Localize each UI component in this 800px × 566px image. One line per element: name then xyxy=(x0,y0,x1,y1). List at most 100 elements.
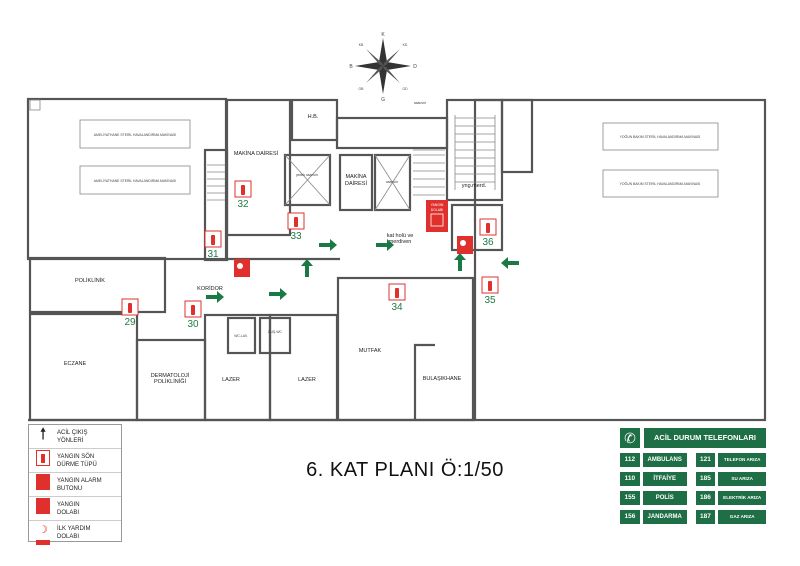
phone-number: 110 xyxy=(620,472,640,486)
fire-alarm-icon xyxy=(29,474,57,495)
first-aid-icon: ☽ xyxy=(29,520,57,545)
legend-label: DOLABI xyxy=(57,509,80,516)
room-label: kat holü ve xyxy=(387,233,414,239)
extinguisher-number: 32 xyxy=(237,199,249,210)
room-label: LAZER xyxy=(298,377,316,383)
compass-s: G xyxy=(381,97,385,103)
room-label: WC-LAV. xyxy=(234,334,248,338)
room-label: asansör xyxy=(414,101,427,105)
equipment-box xyxy=(79,119,191,149)
cabinet-label: YANGIN xyxy=(431,203,444,207)
exit-arrow-icon: 🠕 xyxy=(39,426,47,443)
fire-extinguisher-marker: 34 xyxy=(388,283,406,313)
fire-extinguisher-marker: 35 xyxy=(481,276,499,306)
phone-number: 112 xyxy=(620,453,640,467)
room-label: POLİKLİNİK xyxy=(75,277,105,284)
phone-number: 156 xyxy=(620,510,640,524)
phone-service: JANDARMA xyxy=(642,510,687,524)
compass-w: B xyxy=(349,64,353,70)
room-label: DUŞ-WC xyxy=(268,330,282,334)
equipment-box xyxy=(602,169,719,198)
compass-rose: K G D B KD KB GD GB xyxy=(349,32,417,103)
fire-extinguisher-marker: 33 xyxy=(287,212,305,242)
fire-extinguisher-marker: 31 xyxy=(204,230,222,260)
room-labels: AMELİYATHANE STERİL HAVALANDIRMA MAKİNAS… xyxy=(64,101,701,385)
legend-label: DÜRME TÜPÜ xyxy=(57,461,97,468)
exit-arrow-icon xyxy=(454,253,466,271)
compass-n: K xyxy=(381,32,385,38)
extinguisher-number: 35 xyxy=(484,295,496,306)
room-label: YOĞUN BAKIM STERİL HAVALANDIRMA MAKİNASI xyxy=(620,134,701,139)
room-label: MUTFAK xyxy=(359,348,382,354)
phone-icon: ✆ xyxy=(620,428,640,448)
phone-service: İTFAİYE xyxy=(642,472,687,486)
room-label: DAİRESİ xyxy=(345,180,367,187)
legend-label: İLK YARDIM xyxy=(57,525,91,532)
phone-service: SU ARIZA xyxy=(718,472,767,486)
room-label: yng.merd. xyxy=(462,183,487,189)
room-label: POLİKLİNİĞİ xyxy=(154,378,187,385)
room-label: ECZANE xyxy=(64,361,87,367)
phone-number: 187 xyxy=(695,510,716,524)
compass-e: D xyxy=(413,64,417,70)
fire-cabinet-icon xyxy=(29,498,57,519)
phone-board-header: ACİL DURUM TELEFONLARI xyxy=(644,428,766,448)
legend-label: ACİL ÇIKIŞ xyxy=(57,429,88,436)
fire-alarm-button xyxy=(234,259,250,277)
room-label: asansör xyxy=(386,180,399,184)
phone-number: 186 xyxy=(695,491,716,505)
exit-arrow-icon xyxy=(501,257,519,269)
extinguisher-number: 34 xyxy=(391,302,403,313)
compass-se: GD xyxy=(402,87,408,91)
fire-extinguisher-marker: 29 xyxy=(121,298,139,328)
exit-arrow-icon xyxy=(376,239,394,251)
room-label: MAKİNA xyxy=(345,173,366,180)
cabinet-label: DOLABI xyxy=(431,208,443,212)
extinguisher-number: 29 xyxy=(124,317,136,328)
phone-service: TELEFON ARIZA xyxy=(718,453,767,467)
legend-label: YÖNLERİ xyxy=(57,437,84,444)
phone-service: AMBULANS xyxy=(642,453,687,467)
room-label: AMELİYATHANE STERİL HAVALANDIRMA MAKİNAS… xyxy=(94,132,177,137)
exit-arrow-icon xyxy=(269,288,287,300)
room-label: merdiven xyxy=(389,239,412,245)
extinguisher-number: 33 xyxy=(290,231,302,242)
safety-markers: 29 30 31 32 33 34 35 36 xyxy=(121,180,519,330)
legend-label: YANGIN xyxy=(57,501,80,508)
legend-label: YANGIN SÖN xyxy=(57,453,95,460)
phone-service: ELEKTRİK ARIZA xyxy=(718,491,767,505)
compass-nw: KB xyxy=(359,43,364,47)
exit-arrow-icon xyxy=(319,239,337,251)
room-label: KORİDOR xyxy=(197,285,223,292)
exit-arrow-icon xyxy=(206,291,224,303)
plan-title: 6. KAT PLANI Ö:1/50 xyxy=(306,459,504,481)
walls xyxy=(26,97,767,422)
fire-extinguisher-marker: 30 xyxy=(184,300,202,330)
legend-label: DOLABI xyxy=(57,533,80,540)
fire-alarm-button xyxy=(457,236,473,254)
fire-cabinet: YANGIN DOLABI xyxy=(426,200,448,232)
compass-ne: KD xyxy=(403,43,408,47)
phone-number: 155 xyxy=(620,491,640,505)
stair-steps xyxy=(207,117,495,201)
extinguisher-number: 30 xyxy=(187,319,199,330)
fire-extinguisher-marker: 32 xyxy=(234,180,252,210)
phone-number: 185 xyxy=(695,472,716,486)
phone-service: GAZ ARIZA xyxy=(718,510,767,524)
room-label: LAZER xyxy=(222,377,240,383)
equipment-box xyxy=(79,165,191,195)
room-label: BULAŞIKHANE xyxy=(423,376,462,382)
extinguisher-number: 31 xyxy=(207,249,219,260)
room-label: MAKİNA DAİRESİ xyxy=(234,150,279,157)
fire-extinguisher-marker: 36 xyxy=(479,218,497,248)
